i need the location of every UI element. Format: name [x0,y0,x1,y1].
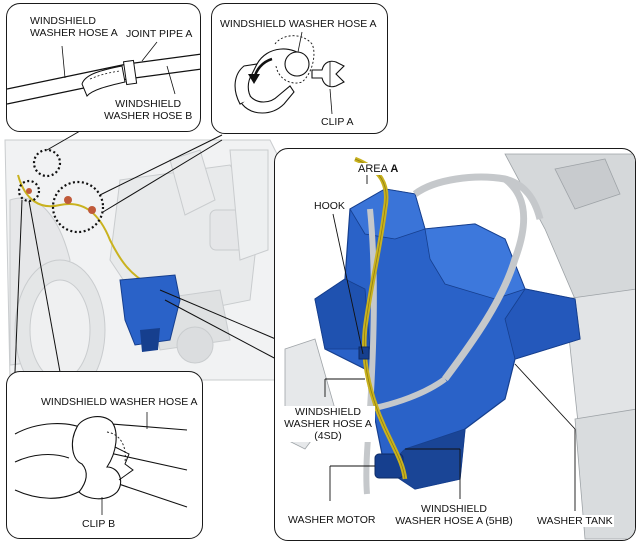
joint-pipe-illustration [7,41,200,105]
label-windshield-washer-hose-a: WINDSHIELD WASHER HOSE A [40,396,199,408]
label-joint-pipe-a: JOINT PIPE A [125,28,194,40]
label-clip-b: CLIP B [81,518,117,530]
label-windshield-washer-hose-a: WINDSHIELD WASHER HOSE A [219,18,378,30]
label-windshield-washer-hose-a-5hb: WINDSHIELD WASHER HOSE A (5HB) [393,503,515,527]
label-windshield-washer-hose-b: WINDSHIELD WASHER HOSE B [103,98,194,122]
clip-location-circle-2 [51,180,105,234]
label-washer-motor: WASHER MOTOR [287,514,377,526]
area-a-detail-panel: AREA A HOOK WINDSHIELD WASHER HOSE A (4S… [274,148,636,541]
label-windshield-washer-hose-a-4sd: WINDSHIELD WASHER HOSE A (4SD) [281,406,375,442]
clip-b-detail-panel: WINDSHIELD WASHER HOSE A CLIP B [6,371,203,539]
hose-joint-detail-panel: WINDSHIELD WASHER HOSE A JOINT PIPE A WI… [6,3,201,132]
label-clip-a: CLIP A [320,116,355,128]
washer-tank-illustration [284,153,635,540]
clip-location-circle-3 [17,179,41,203]
label-area-a: AREA A [357,163,400,175]
clip-a-detail-panel: WINDSHIELD WASHER HOSE A CLIP A [211,3,388,134]
clip-a-icon [234,31,345,115]
label-windshield-washer-hose-a: WINDSHIELD WASHER HOSE A [29,15,119,39]
clip-location-circle-1 [32,148,62,178]
label-washer-tank: WASHER TANK [536,515,614,527]
clip-b-icon [14,412,188,515]
label-hook: HOOK [313,200,346,212]
